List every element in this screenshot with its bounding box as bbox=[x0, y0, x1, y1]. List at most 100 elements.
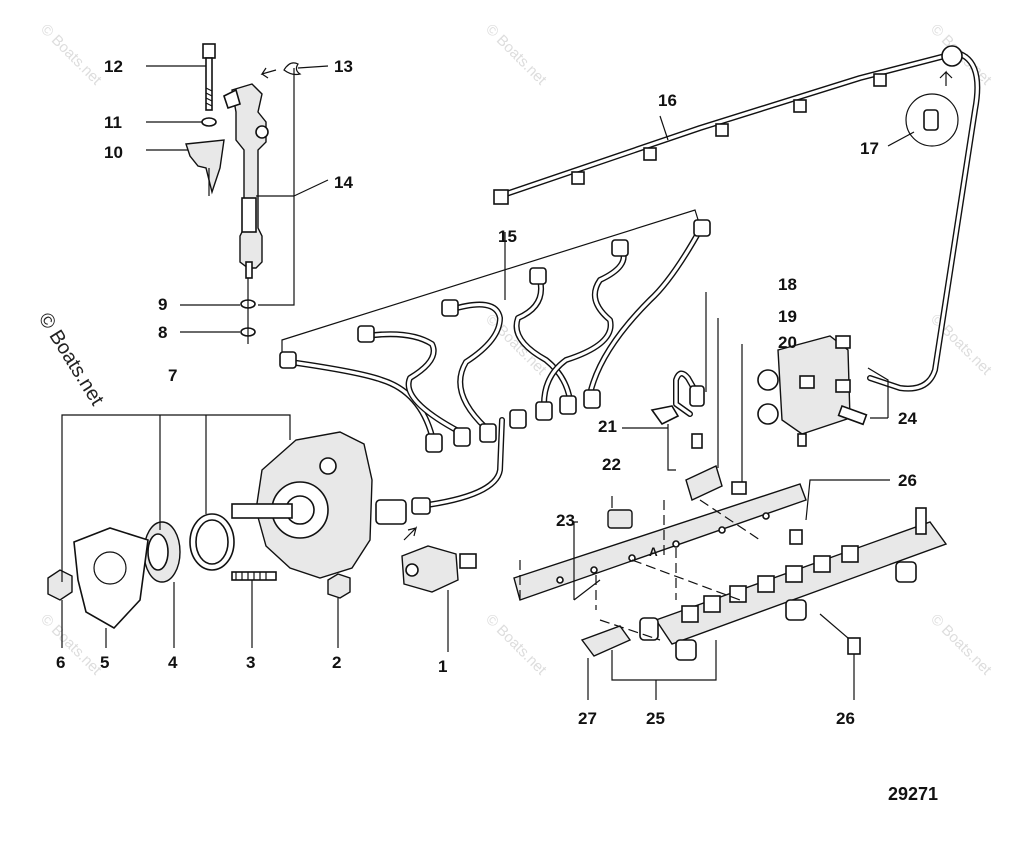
pipe-bracket-shape bbox=[685, 465, 723, 501]
callout-25-bracket-shape bbox=[611, 640, 717, 681]
return-line bbox=[493, 45, 981, 392]
spacer-shape bbox=[607, 509, 633, 529]
pipe-set-bracket-shape bbox=[281, 209, 701, 356]
callout-17: 17 bbox=[860, 139, 879, 158]
retaining-clip-shape bbox=[283, 62, 302, 76]
callout-13: 13 bbox=[334, 57, 353, 76]
callout-6: 6 bbox=[56, 653, 65, 672]
return-tee-shape bbox=[793, 99, 807, 113]
injector-assembly bbox=[185, 43, 302, 344]
bracket-bolt-shape bbox=[789, 529, 803, 545]
pipe-nut-shape bbox=[535, 401, 553, 421]
callout-4: 4 bbox=[168, 653, 178, 672]
watermark-text: © Boats.net bbox=[482, 611, 550, 679]
return-tee-shape bbox=[715, 123, 729, 137]
rail-port-shape bbox=[841, 545, 859, 563]
pressure-valve-shape bbox=[401, 545, 459, 593]
rail-fitting-shape bbox=[915, 507, 927, 535]
injector-fitting-shape bbox=[223, 88, 241, 110]
pipe-nut-shape bbox=[693, 219, 711, 237]
callout-25: 25 bbox=[646, 709, 665, 728]
callout-7: 7 bbox=[168, 366, 177, 385]
gear-nut-shape bbox=[47, 569, 73, 601]
pipe-nut-shape bbox=[583, 389, 601, 409]
pump-port-shape bbox=[319, 457, 337, 475]
callout-19: 19 bbox=[778, 307, 797, 326]
watermark-side-text: © Boats.net bbox=[34, 309, 108, 410]
watermark-text: © Boats.net bbox=[482, 21, 550, 89]
rail-port-shape bbox=[785, 565, 803, 583]
return-tee-shape bbox=[571, 171, 585, 185]
pipe-nut-shape bbox=[411, 497, 431, 515]
pipe-nut-shape bbox=[453, 427, 471, 447]
pipe-nut-shape bbox=[425, 433, 443, 453]
callout-27: 27 bbox=[578, 709, 597, 728]
callout-3: 3 bbox=[246, 653, 255, 672]
fuel-rail-body-shape bbox=[654, 521, 948, 645]
callout-23: 23 bbox=[556, 511, 575, 530]
callout-21: 21 bbox=[598, 417, 617, 436]
pump-shaft-shape bbox=[231, 503, 293, 519]
callout-26-lower: 26 bbox=[836, 709, 855, 728]
bracket-bolt-shape bbox=[731, 481, 747, 495]
injector-clamp-shape bbox=[185, 139, 225, 195]
callout-9: 9 bbox=[158, 295, 167, 314]
callout-8: 8 bbox=[158, 323, 167, 342]
alignment-dashes-shape bbox=[519, 548, 741, 641]
connector-detail-shape bbox=[923, 109, 939, 131]
callout-16: 16 bbox=[658, 91, 677, 110]
block-port-shape bbox=[757, 403, 779, 425]
pipe-nut-shape bbox=[279, 351, 297, 369]
rail-mount-shape bbox=[675, 639, 697, 661]
fuel-pipe-shape bbox=[587, 227, 703, 397]
fuel-pipe-shape bbox=[363, 331, 463, 435]
rail-port-shape bbox=[681, 605, 699, 623]
callout-1: 1 bbox=[438, 657, 447, 676]
injector-tip-shape bbox=[245, 261, 253, 279]
bolt-shank-shape bbox=[205, 57, 213, 111]
washer-shape bbox=[201, 117, 217, 127]
callout-22: 22 bbox=[602, 455, 621, 474]
bolt-head-shape bbox=[202, 43, 216, 59]
return-line-end-shape bbox=[493, 189, 509, 205]
pipe-nut-shape bbox=[559, 395, 577, 415]
block-bolt-shape bbox=[837, 404, 868, 426]
callout-leaders bbox=[61, 65, 915, 700]
valve-block-assembly bbox=[607, 292, 889, 529]
callout-26-upper: 26 bbox=[898, 471, 917, 490]
return-fitting-shape bbox=[941, 45, 963, 67]
rail-bracket-shape bbox=[513, 483, 807, 601]
watermark-text: © Boats.net bbox=[927, 611, 995, 679]
pipe-nut-shape bbox=[611, 239, 629, 257]
rail-pressure-sensor-shape bbox=[580, 625, 632, 657]
detail-circle-shape bbox=[905, 93, 959, 147]
block-port-shape bbox=[757, 369, 779, 391]
rail-port-shape bbox=[757, 575, 775, 593]
clip-bolt-shape bbox=[691, 433, 703, 449]
callout-24: 24 bbox=[898, 409, 917, 428]
pump-outlet-shape bbox=[375, 499, 407, 525]
pipe-nut-shape bbox=[441, 299, 459, 317]
pump-gasket-shape bbox=[73, 527, 149, 630]
pipe-nut-shape bbox=[529, 267, 547, 285]
rail-port-shape bbox=[703, 595, 721, 613]
fuel-rail-assembly bbox=[513, 483, 948, 681]
injector-pipes bbox=[279, 209, 711, 515]
clip-arrow-shape bbox=[260, 67, 277, 79]
rail-mount-shape bbox=[895, 561, 917, 583]
return-arrow-shape bbox=[939, 70, 953, 86]
watermark-text: © Boats.net bbox=[37, 21, 105, 89]
return-tee-shape bbox=[643, 147, 657, 161]
pipe-clip-shape bbox=[650, 405, 680, 426]
callout-11: 11 bbox=[104, 113, 122, 132]
callout-labels: 1 2 3 4 5 6 7 8 9 10 11 12 13 14 15 16 1… bbox=[56, 57, 917, 728]
callout-20: 20 bbox=[778, 333, 797, 352]
reference-number: 29271 bbox=[888, 784, 938, 804]
rail-port-shape bbox=[813, 555, 831, 573]
fuel-pipe-shape bbox=[513, 277, 573, 403]
callout-2: 2 bbox=[332, 653, 341, 672]
pipe-nut-shape bbox=[509, 409, 527, 429]
callout-10: 10 bbox=[104, 143, 123, 162]
bolt-thread-shape bbox=[205, 87, 213, 107]
